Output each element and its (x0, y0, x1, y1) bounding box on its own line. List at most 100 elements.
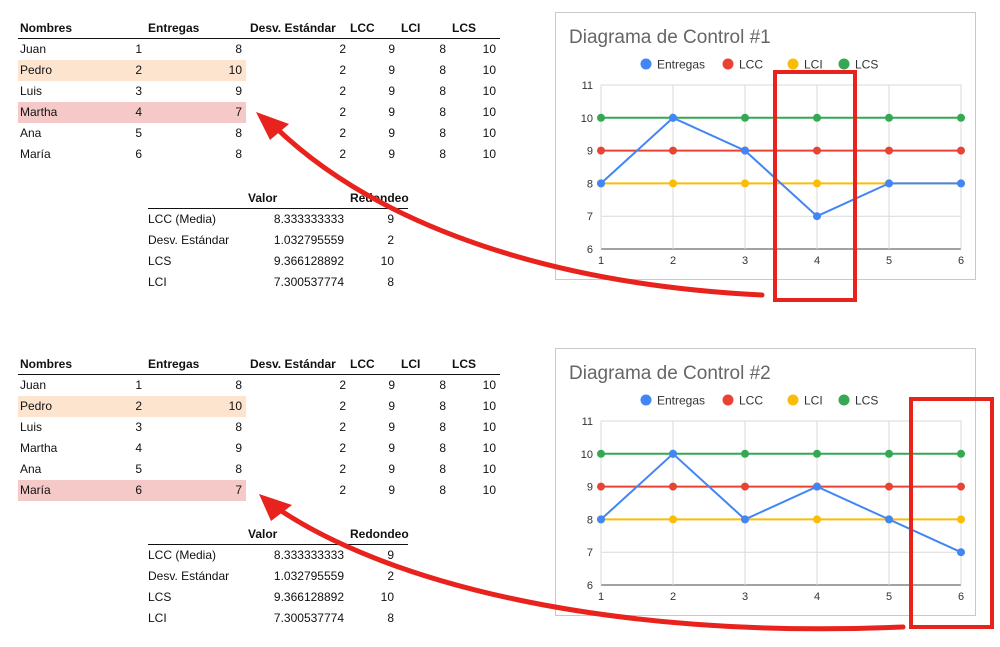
row-highlight (18, 102, 246, 123)
y-tick-label: 6 (587, 580, 593, 592)
header-valor: Valor (248, 527, 278, 541)
x-tick-label: 4 (814, 591, 820, 603)
cell-nombre: María (20, 147, 51, 161)
data-point-entregas (669, 113, 677, 122)
cell-lcc: 9 (388, 483, 395, 497)
y-tick-label: 10 (581, 113, 593, 125)
data-point-lcc (813, 146, 821, 155)
y-tick-label: 7 (587, 211, 593, 223)
summary-value: 1.032795559 (273, 233, 344, 247)
y-tick-label: 6 (587, 244, 593, 256)
data-point-lcs (741, 113, 749, 122)
summary-value: 8.333333333 (273, 212, 344, 226)
deliveries-table: Nombres Entregas Desv. Estándar LCC LCI … (18, 18, 500, 165)
x-tick-label: 2 (670, 591, 676, 603)
cell-lcs: 10 (482, 147, 496, 161)
control-panel-2: Nombres Entregas Desv. Estándar LCC LCI … (0, 336, 1000, 647)
data-point-entregas (813, 482, 821, 491)
legend-item: LCS (838, 58, 878, 72)
cell-nombre: Pedro (20, 63, 53, 77)
cell-lcs: 10 (482, 441, 496, 455)
cell-lci: 8 (439, 441, 446, 455)
cell-lcs: 10 (482, 126, 496, 140)
row-highlight (18, 480, 246, 501)
y-tick-label: 8 (587, 178, 593, 190)
summary-rounded: 2 (387, 569, 394, 583)
cell-lcc: 9 (388, 84, 395, 98)
summary-header-row: Valor Redondeo (148, 524, 409, 545)
data-point-lcc (669, 146, 677, 155)
summary-label: LCS (148, 590, 172, 604)
data-point-lcs (597, 113, 605, 122)
data-point-lcs (885, 113, 893, 122)
header-nombres: Nombres (20, 357, 73, 371)
data-point-lcc (597, 146, 605, 155)
cell-index: 3 (135, 84, 142, 98)
row-highlight (18, 396, 246, 417)
header-lci: LCI (401, 21, 421, 35)
legend-marker (722, 58, 734, 70)
cell-desv: 2 (339, 42, 346, 56)
cell-desv: 2 (339, 84, 346, 98)
control-panel-1: Nombres Entregas Desv. Estándar LCC LCI … (0, 0, 1000, 320)
legend-marker (640, 394, 652, 406)
data-point-lcs (597, 449, 605, 458)
cell-entregas: 10 (228, 63, 242, 77)
cell-desv: 2 (339, 147, 346, 161)
cell-lcc: 9 (388, 462, 395, 476)
cell-lcc: 9 (388, 42, 395, 56)
cell-lcs: 10 (482, 483, 496, 497)
y-tick-label: 8 (587, 514, 593, 526)
cell-entregas: 7 (235, 105, 242, 119)
data-point-lcc (885, 146, 893, 155)
legend-marker (787, 58, 799, 70)
legend-marker (838, 58, 850, 70)
summary-rounded: 10 (380, 590, 394, 604)
cell-lci: 8 (439, 126, 446, 140)
cell-nombre: Ana (20, 126, 42, 140)
summary-label: LCC (Media) (148, 212, 217, 226)
header-lcs: LCS (452, 21, 476, 35)
cell-lci: 8 (439, 42, 446, 56)
x-tick-label: 4 (814, 255, 820, 267)
cell-desv: 2 (339, 483, 346, 497)
legend-label: LCS (855, 394, 878, 408)
data-point-lci (957, 515, 965, 524)
cell-lcc: 9 (388, 105, 395, 119)
legend-item: LCI (787, 58, 823, 72)
cell-lcc: 9 (388, 399, 395, 413)
x-tick-label: 3 (742, 255, 748, 267)
y-tick-label: 10 (581, 449, 593, 461)
cell-index: 5 (135, 126, 142, 140)
data-point-entregas (813, 212, 821, 221)
cell-entregas: 8 (235, 126, 242, 140)
cell-desv: 2 (339, 378, 346, 392)
header-lcc: LCC (350, 357, 375, 371)
cell-entregas: 9 (235, 84, 242, 98)
y-tick-label: 9 (587, 482, 593, 494)
cell-lcs: 10 (482, 420, 496, 434)
legend-marker (722, 394, 734, 406)
header-lci: LCI (401, 357, 421, 371)
series-line-entregas (600, 116, 961, 218)
x-tick-label: 5 (886, 255, 892, 267)
legend-label: LCC (739, 394, 763, 408)
cell-desv: 2 (339, 441, 346, 455)
